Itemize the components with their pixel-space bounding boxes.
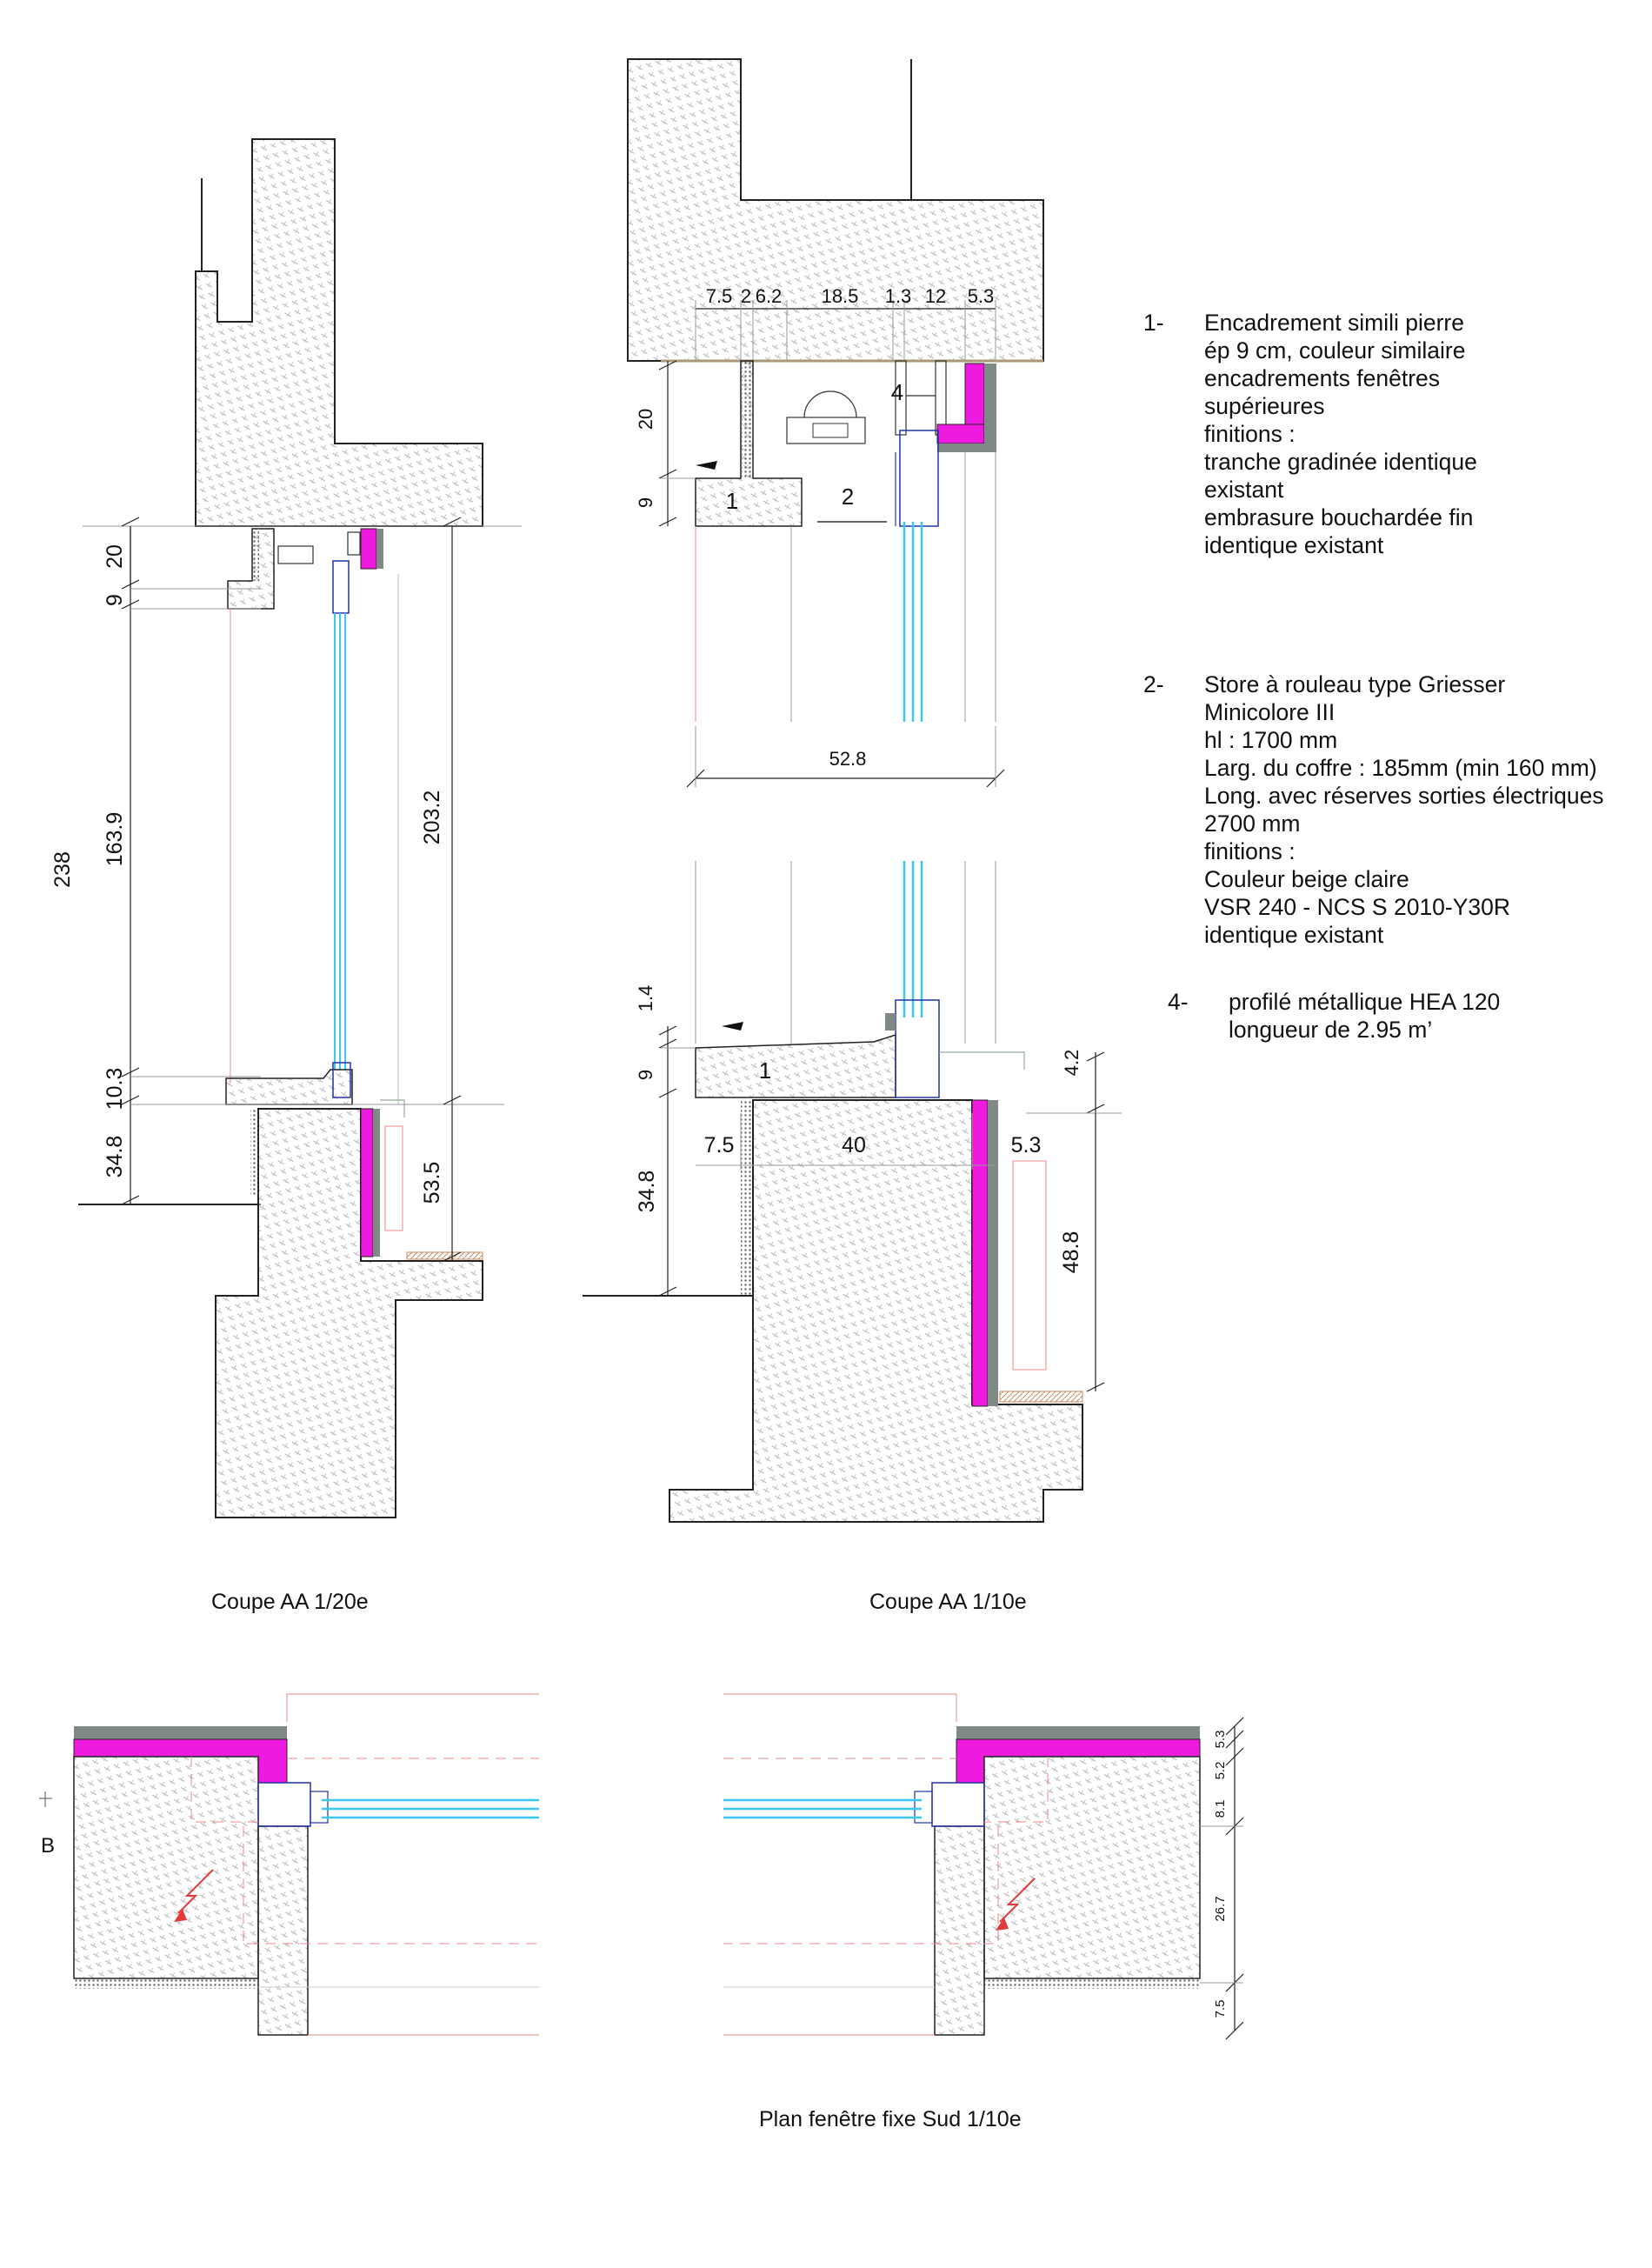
note-line: VSR 240 - NCS S 2010-Y30R: [1204, 894, 1511, 920]
stone-sill: [695, 1033, 896, 1098]
caption-section-1-10: Coupe AA 1/10e: [869, 1590, 1027, 1614]
note-line: identique existant: [1204, 532, 1384, 558]
note-number: 4-: [1168, 989, 1189, 1015]
note-line: tranche gradinée identique: [1204, 449, 1477, 475]
lower-wall-1-10: [669, 1099, 1083, 1523]
dim-p5-3: 5.3: [1213, 1731, 1228, 1749]
dim-bot-5-3: 5.3: [1011, 1133, 1042, 1157]
note-line: profilé métallique HEA 120: [1229, 989, 1501, 1015]
note-line: Long. avec réserves sorties électriques: [1204, 783, 1604, 809]
dim-52-8: 52.8: [829, 748, 867, 770]
note-2: 2- Store à rouleau type Griesser Minicol…: [1143, 670, 1630, 949]
plan-right: 5.3 5.2 8.1 26.7 7.5: [723, 1693, 1244, 2040]
dim-20-b: 20: [635, 409, 656, 430]
lintel-mass: [627, 58, 1044, 362]
note-line: Store à rouleau type Griesser: [1204, 671, 1506, 697]
note-line: finitions :: [1204, 838, 1296, 864]
note-line: ép 9 cm, couleur similaire: [1204, 337, 1466, 364]
dim-p5-2: 5.2: [1213, 1762, 1228, 1780]
dim-1-4: 1.4: [635, 985, 656, 1012]
plan-marker-b: B: [41, 1834, 55, 1858]
dim-bot-7-5: 7.5: [704, 1133, 735, 1157]
dim-p8-1: 8.1: [1213, 1800, 1228, 1818]
plan-left: B: [39, 1693, 539, 2036]
dim-20: 20: [103, 544, 127, 569]
dim-34-8-b: 34.8: [635, 1171, 659, 1213]
dim-bot-40: 40: [842, 1133, 866, 1157]
note-number: 1-: [1143, 310, 1164, 336]
dim-203-2: 203.2: [420, 790, 444, 845]
note-line: finitions :: [1204, 421, 1296, 447]
dim-9: 9: [103, 594, 127, 606]
note-number: 2-: [1143, 671, 1164, 697]
note-line: longueur de 2.95 m’: [1229, 1017, 1433, 1043]
note-4: 4- profilé métallique HEA 120 longueur d…: [1143, 988, 1630, 1044]
dim-top-12: 12: [925, 285, 946, 307]
dim-48-8: 48.8: [1059, 1231, 1083, 1274]
dim-9-b: 9: [635, 497, 656, 508]
dim-top-5-3: 5.3: [968, 285, 995, 307]
dim-top-2: 2: [741, 285, 751, 307]
dim-top-1-3: 1.3: [885, 285, 912, 307]
note-line: Larg. du coffre : 185mm (min 160 mm): [1204, 755, 1597, 781]
caption-plan-1-10: Plan fenêtre fixe Sud 1/10e: [759, 2107, 1022, 2131]
dim-34-8: 34.8: [103, 1136, 127, 1178]
label-4: 4: [891, 379, 903, 405]
note-line: hl : 1700 mm: [1204, 727, 1338, 753]
caption-section-1-20: Coupe AA 1/20e: [211, 1590, 369, 1614]
label-2: 2: [842, 484, 854, 510]
note-1: 1- Encadrement simili pierre ép 9 cm, co…: [1143, 309, 1630, 559]
dim-53-5: 53.5: [420, 1162, 444, 1204]
note-line: Couleur beige claire: [1204, 866, 1409, 892]
dim-top-7-5: 7.5: [706, 285, 733, 307]
note-line: supérieures: [1204, 393, 1325, 419]
notes-legend: 1- Encadrement simili pierre ép 9 cm, co…: [1143, 309, 1630, 1044]
note-line: Minicolore III: [1204, 699, 1336, 725]
note-line: identique existant: [1204, 922, 1384, 948]
dim-top-18-5: 18.5: [822, 285, 859, 307]
note-line: 2700 mm: [1204, 810, 1301, 837]
dim-163-9: 163.9: [103, 812, 127, 867]
note-line: encadrements fenêtres: [1204, 365, 1441, 391]
label-1-top: 1: [726, 488, 738, 514]
note-line: embrasure bouchardée fin: [1204, 504, 1474, 530]
label-1-bottom: 1: [759, 1057, 771, 1084]
dim-10-3: 10.3: [103, 1068, 127, 1111]
dim-top-6-2: 6.2: [756, 285, 783, 307]
section-1-10: 7.5 2 6.2 18.5 1.3 12 5.3 1 2 4: [583, 58, 1122, 1523]
dim-p7-5: 7.5: [1213, 2000, 1228, 2018]
dim-9-c: 9: [635, 1070, 656, 1080]
dim-4-2: 4.2: [1061, 1050, 1082, 1077]
upper-wall: [195, 138, 483, 527]
dim-p26-7: 26.7: [1213, 1896, 1228, 1921]
note-line: existant: [1204, 477, 1284, 503]
dim-238: 238: [50, 851, 75, 888]
note-line: Encadrement simili pierre: [1204, 310, 1464, 336]
section-1-20: 238 20 9 163.9 10.3 34.8 203.2 53.5: [50, 138, 522, 1518]
